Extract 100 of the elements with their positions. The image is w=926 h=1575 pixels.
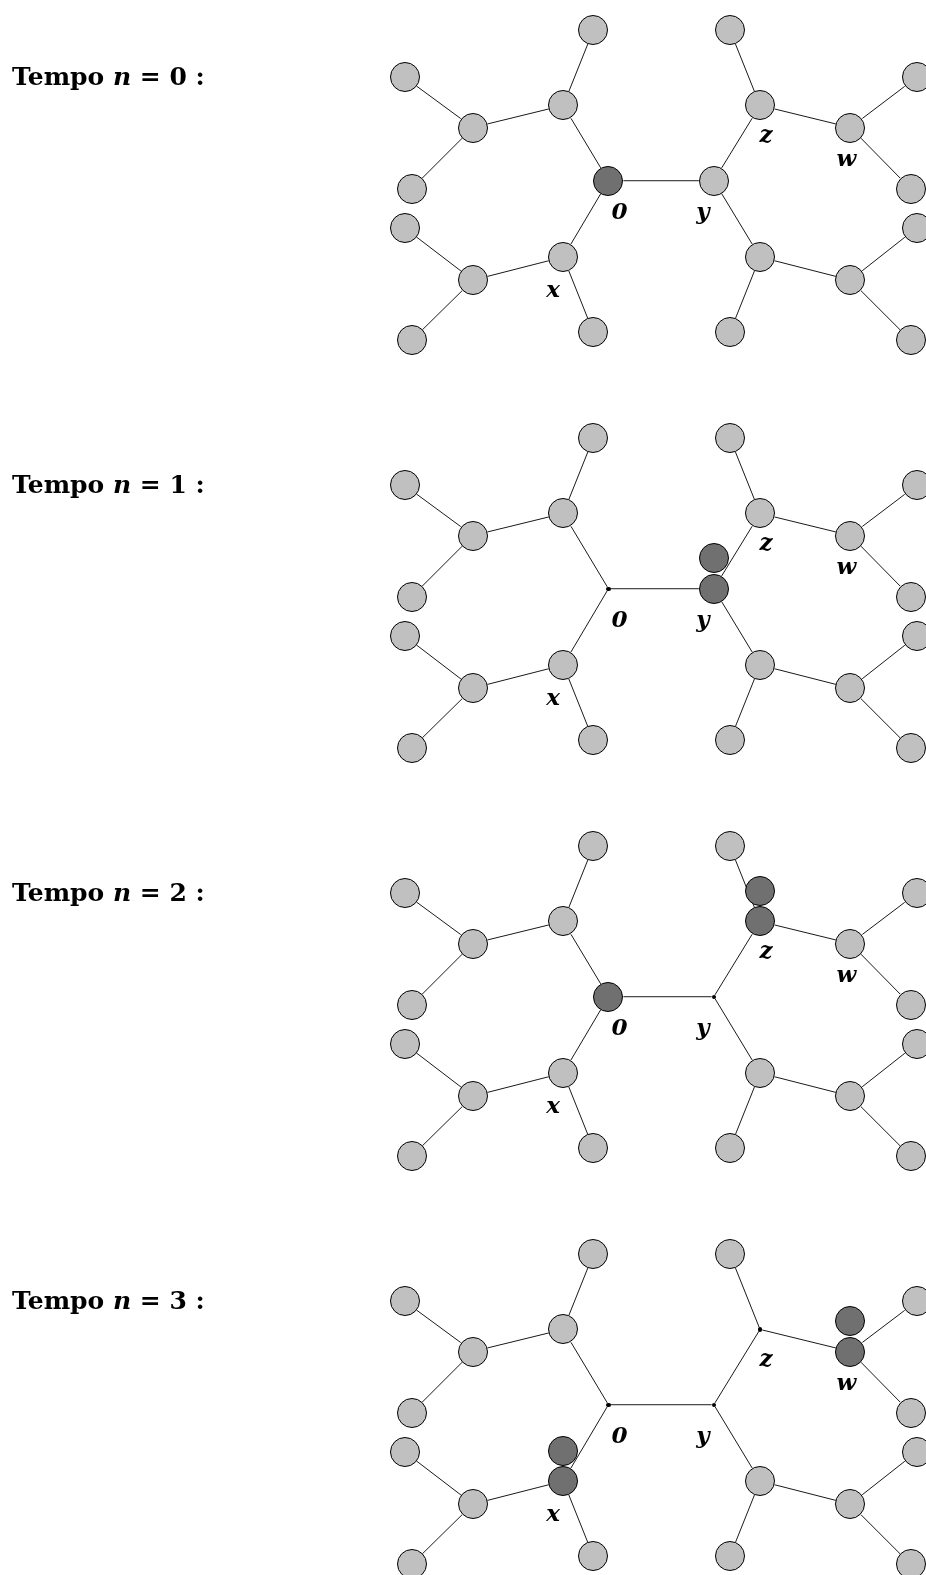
edge-line xyxy=(570,1406,608,1469)
vertex-circle xyxy=(548,90,579,121)
edge-line xyxy=(421,1106,463,1147)
vertex-circle xyxy=(578,1541,609,1572)
vertex-circle xyxy=(835,1081,866,1112)
edge-line xyxy=(486,1076,550,1093)
vertex-label: x xyxy=(546,1498,560,1526)
edge-line xyxy=(714,1406,753,1469)
edge-line xyxy=(570,193,602,245)
edge-line xyxy=(774,924,837,941)
vertex-circle xyxy=(745,906,775,937)
edge-line xyxy=(421,698,463,739)
vertex-circle xyxy=(396,989,427,1020)
vertex-circle xyxy=(457,265,488,296)
edge-line xyxy=(735,451,755,500)
vertex-circle xyxy=(745,876,775,907)
edge-line xyxy=(416,1309,462,1344)
edge-line xyxy=(568,678,589,727)
vertex-circle xyxy=(578,1239,609,1270)
vertex-circle xyxy=(895,733,926,764)
edge-line xyxy=(622,996,713,998)
edge-line xyxy=(721,601,753,653)
vertex-circle xyxy=(578,423,609,454)
vertex-circle xyxy=(895,1397,926,1428)
vertex-circle xyxy=(578,831,609,862)
edge-line xyxy=(568,1494,589,1543)
edge-line xyxy=(861,85,906,119)
edge-line xyxy=(421,1361,463,1403)
vertex-circle xyxy=(901,470,926,501)
vertex-circle xyxy=(457,1336,488,1367)
vertex-label: y xyxy=(696,605,710,633)
vertex-circle xyxy=(593,981,624,1012)
vertex-label: 0 xyxy=(611,197,628,225)
edge-line xyxy=(570,525,608,588)
vertex-circle xyxy=(714,1239,745,1270)
edge-line xyxy=(860,137,901,179)
edge-line xyxy=(486,260,550,277)
vertex-dot xyxy=(757,1327,763,1332)
edge-line xyxy=(714,998,753,1061)
edge-line xyxy=(714,933,753,996)
edge-line xyxy=(761,1329,837,1349)
vertex-circle xyxy=(835,673,866,704)
vertex-circle xyxy=(835,265,866,296)
edge-line xyxy=(735,270,755,319)
vertex-circle xyxy=(457,112,488,143)
vertex-circle xyxy=(578,1133,609,1164)
vertex-circle xyxy=(389,620,420,651)
edge-line xyxy=(774,1076,837,1093)
edge-line xyxy=(416,493,462,528)
edge-line xyxy=(721,193,753,245)
vertex-circle xyxy=(835,928,866,959)
vertex-circle xyxy=(901,620,926,651)
vertex-circle xyxy=(901,212,926,243)
vertex-circle xyxy=(396,733,427,764)
vertex-label: w xyxy=(836,144,857,171)
panel-title: Tempo n = 3 : xyxy=(12,1285,205,1315)
vertex-label: w xyxy=(836,552,857,579)
vertex-circle xyxy=(548,650,579,680)
edge-line xyxy=(610,588,700,590)
vertex-label: w xyxy=(836,960,857,987)
vertex-circle xyxy=(389,1028,420,1059)
vertex-label: z xyxy=(759,935,773,963)
edge-line xyxy=(421,1514,463,1555)
vertex-dot xyxy=(606,1402,611,1407)
edge-line xyxy=(570,590,608,653)
vertex-circle xyxy=(396,1549,427,1575)
edge-line xyxy=(568,859,589,908)
edge-line xyxy=(486,1484,550,1501)
vertex-circle xyxy=(457,1489,488,1520)
vertex-circle xyxy=(389,1286,420,1317)
vertex-label: y xyxy=(696,1421,710,1449)
edge-line xyxy=(487,1332,550,1349)
vertex-circle xyxy=(389,878,420,909)
edge-line xyxy=(570,117,602,169)
edge-line xyxy=(416,901,462,936)
vertex-circle xyxy=(901,62,926,93)
edge-line xyxy=(861,901,906,935)
vertex-label: y xyxy=(696,1013,710,1041)
vertex-circle xyxy=(578,317,609,348)
vertex-circle xyxy=(389,212,420,243)
vertex-circle xyxy=(548,498,579,529)
vertex-circle xyxy=(593,165,624,196)
edge-line xyxy=(735,678,755,727)
edge-line xyxy=(421,137,463,179)
edge-line xyxy=(570,933,602,985)
vertex-circle xyxy=(548,906,579,937)
vertex-label: 0 xyxy=(611,605,628,633)
edge-line xyxy=(861,1052,906,1088)
vertex-circle xyxy=(396,1397,427,1428)
edge-line xyxy=(568,451,589,500)
edge-line xyxy=(861,493,906,527)
vertex-circle xyxy=(895,325,926,356)
edge-line xyxy=(622,180,700,182)
vertex-label: z xyxy=(759,527,773,555)
vertex-label: 0 xyxy=(611,1013,628,1041)
vertex-label: x xyxy=(546,682,560,710)
vertex-circle xyxy=(548,1435,579,1466)
edge-line xyxy=(774,668,837,685)
vertex-circle xyxy=(745,650,775,680)
vertex-circle xyxy=(895,989,926,1020)
